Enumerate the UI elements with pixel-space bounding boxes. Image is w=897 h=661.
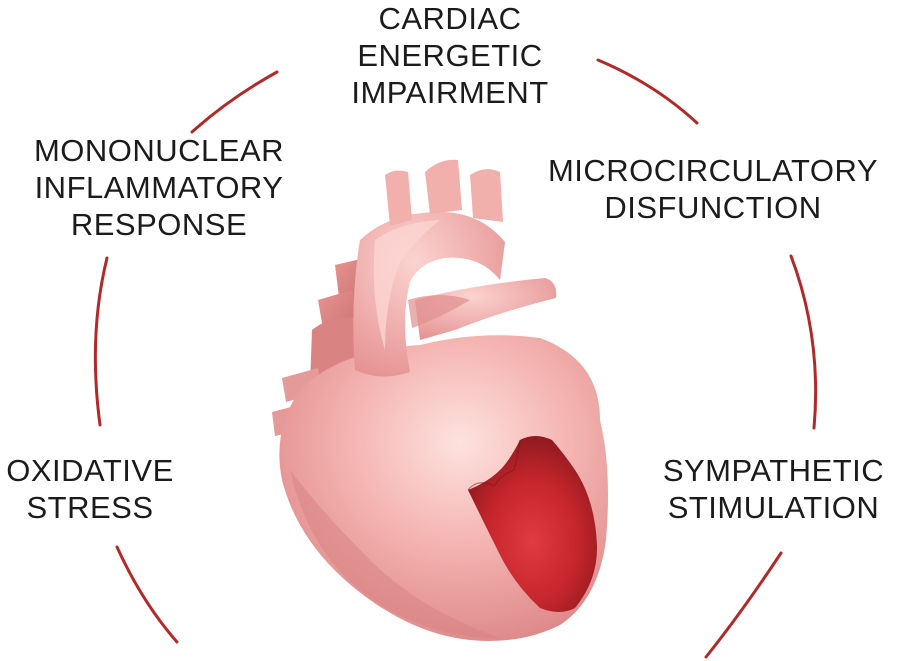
label-microcirculatory-disfunction: MICROCIRCULATORY DISFUNCTION	[528, 152, 897, 226]
infarct-region	[468, 436, 598, 612]
arc-bottom-right	[704, 551, 783, 659]
arc-left	[93, 256, 109, 427]
label-line: INFLAMMATORY	[34, 170, 284, 205]
label-line: MICROCIRCULATORY	[547, 153, 879, 188]
label-line: STIMULATION	[667, 490, 880, 525]
label-line: ENERGETIC	[357, 38, 543, 73]
arc-top-right	[596, 58, 699, 125]
label-line: RESPONSE	[70, 207, 248, 242]
label-sympathetic-stimulation: SYMPATHETIC STIMULATION	[650, 452, 897, 526]
great-vessels	[353, 159, 557, 377]
label-line: CARDIAC	[378, 1, 522, 36]
label-line: OXIDATIVE	[6, 453, 174, 488]
label-line: MONONUCLEAR	[33, 133, 285, 168]
arc-right	[789, 254, 818, 430]
arc-bottom-left	[115, 545, 179, 644]
label-cardiac-energetic-impairment: CARDIAC ENERGETIC IMPAIRMENT	[300, 0, 600, 111]
ring-arcs	[93, 58, 818, 659]
label-line: SYMPATHETIC	[662, 453, 885, 488]
label-oxidative-stress: OXIDATIVE STRESS	[0, 452, 180, 526]
label-line: DISFUNCTION	[604, 190, 822, 225]
label-line: STRESS	[26, 490, 154, 525]
label-line: IMPAIRMENT	[351, 75, 549, 110]
arc-top-left	[190, 70, 279, 134]
label-mononuclear-inflammatory-response: MONONUCLEAR INFLAMMATORY RESPONSE	[0, 132, 318, 243]
